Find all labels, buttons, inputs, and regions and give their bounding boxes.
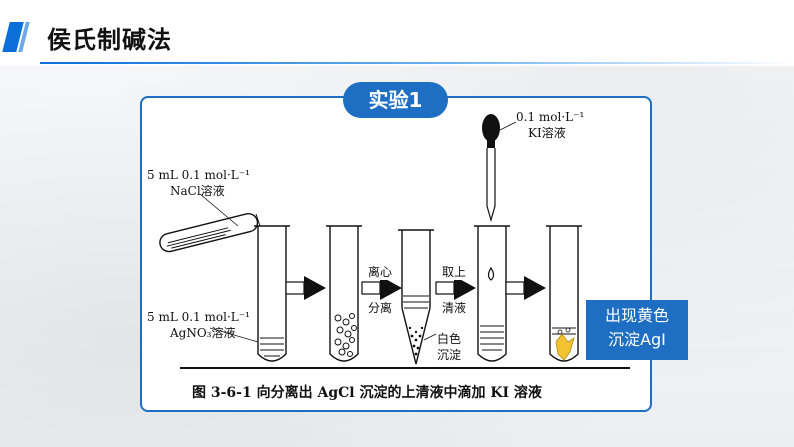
test-tube-2 — [326, 225, 362, 362]
test-tube-1 — [254, 225, 290, 362]
white-precipitate-label-line1: 白色 — [437, 332, 462, 346]
experiment-badge: 实验1 — [343, 82, 448, 118]
test-tube-5 — [546, 225, 582, 362]
page-title: 侯氏制碱法 — [47, 26, 172, 54]
ki-label-pointer — [499, 121, 517, 131]
drop-icon — [487, 266, 495, 281]
nacl-label-pointer — [199, 193, 239, 227]
arrow-2 — [361, 276, 402, 300]
agno3-label-line2: AgNO₃溶液 — [170, 326, 236, 340]
centrifuge-tube — [398, 229, 434, 365]
agno3-label-pointer — [209, 327, 259, 343]
header-underline — [40, 62, 794, 64]
arrow-3 — [435, 276, 476, 300]
step-take-line1: 取上 — [441, 264, 468, 280]
result-line2: 沉淀AgI — [608, 330, 666, 349]
result-callout: 出现黄色 沉淀AgI — [586, 300, 688, 360]
yellow-precipitate — [555, 333, 575, 361]
nacl-label-line2: NaCl溶液 — [170, 184, 225, 198]
white-precipitate-label-line2: 沉淀 — [437, 348, 462, 362]
step-centrifuge-line1: 离心 — [367, 264, 394, 280]
pour-stream — [255, 213, 261, 227]
white-label-pointer — [423, 333, 437, 341]
experiment-diagram — [159, 114, 630, 369]
header-bar — [0, 0, 794, 66]
tilted-test-tube — [159, 213, 259, 253]
ki-label-line2: KI溶液 — [528, 126, 566, 140]
ki-label-line1: 0.1 mol·L⁻¹ — [516, 110, 585, 124]
result-line1: 出现黄色 — [604, 306, 669, 325]
figure-caption: 图 3-6-1 向分离出 AgCl 沉淀的上清液中滴加 KI 溶液 — [192, 385, 542, 401]
arrow-4 — [505, 276, 546, 300]
nacl-label-line1: 5 mL 0.1 mol·L⁻¹ — [147, 168, 250, 182]
step-take-line2: 清液 — [441, 300, 468, 316]
arrow-1 — [285, 276, 326, 300]
step-centrifuge-line2: 分离 — [367, 300, 394, 316]
dropper — [482, 114, 500, 223]
test-tube-4 — [474, 225, 510, 362]
agno3-label-line1: 5 mL 0.1 mol·L⁻¹ — [147, 310, 250, 324]
